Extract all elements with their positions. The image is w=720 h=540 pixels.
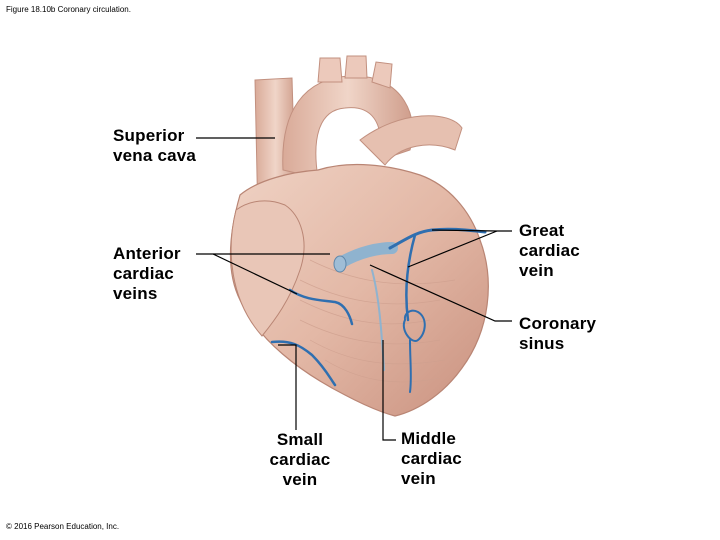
pulmonary-vessel bbox=[359, 115, 463, 166]
middle-cardiac-vein-vessel bbox=[409, 339, 412, 393]
anterior-cardiac-veins-vessel bbox=[288, 288, 354, 326]
label-small-cardiac-vein: Small cardiac vein bbox=[269, 430, 331, 489]
muscle-striations bbox=[299, 259, 456, 383]
label-superior-vena-cava: Superior vena cava bbox=[113, 126, 197, 165]
label-coronary-sinus: Coronary sinus bbox=[519, 314, 597, 353]
leader-middle-cardiac-vein bbox=[382, 340, 396, 441]
copyright-notice: © 2016 Pearson Education, Inc. bbox=[6, 522, 120, 531]
label-anterior-cardiac-veins: Anterior cardiac veins bbox=[113, 244, 181, 303]
small-cardiac-vein-vessel bbox=[270, 340, 337, 387]
vein-net bbox=[402, 309, 426, 342]
figure-caption: Figure 18.10b Coronary circulation. bbox=[6, 5, 131, 14]
leader-great-cardiac-vein-b bbox=[407, 230, 498, 268]
coronary-sinus-opening bbox=[333, 255, 347, 273]
great-cardiac-vein-branch bbox=[405, 233, 417, 322]
aortic-branches bbox=[317, 55, 393, 89]
coronary-sinus-vessel bbox=[336, 242, 398, 268]
leader-lines bbox=[196, 137, 512, 441]
right-atrium bbox=[230, 200, 305, 337]
label-middle-cardiac-vein: Middle cardiac vein bbox=[401, 429, 462, 488]
leader-coronary-sinus bbox=[369, 264, 512, 322]
label-great-cardiac-vein: Great cardiac vein bbox=[519, 221, 580, 280]
great-vessels bbox=[254, 55, 463, 223]
leader-small-cardiac-vein bbox=[278, 344, 297, 430]
